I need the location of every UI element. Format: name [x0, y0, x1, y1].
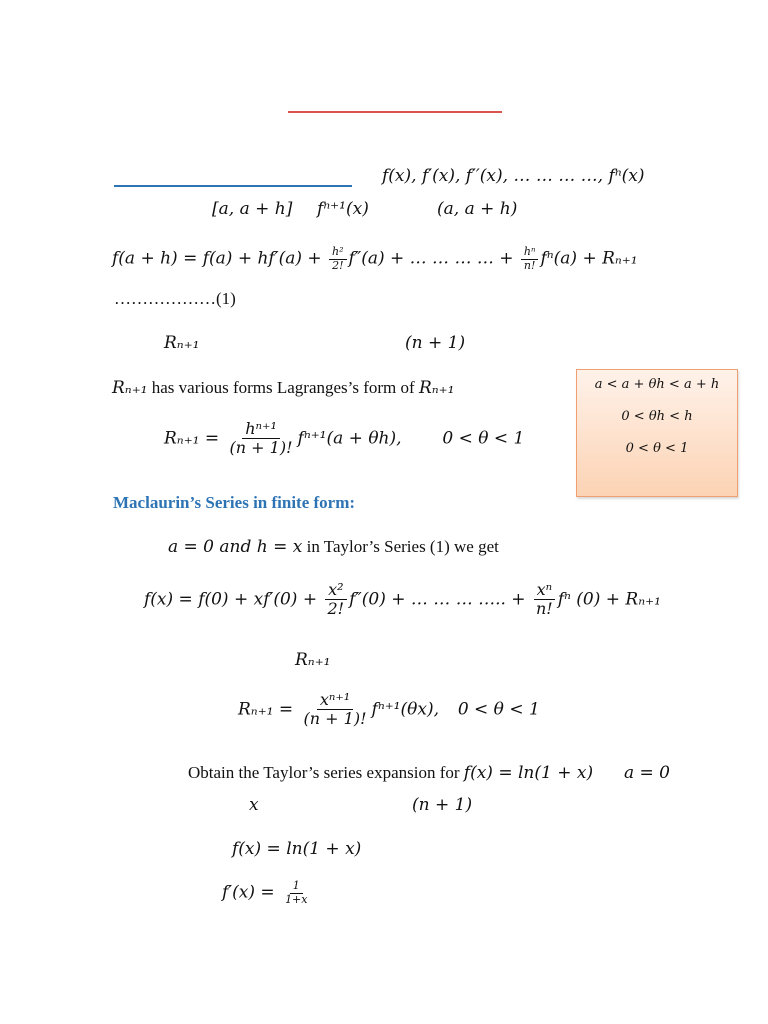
maclaurin-frac-x2-den: 2!	[327, 599, 345, 619]
nth-plus-one-derivative: fⁿ⁺¹(x)	[317, 199, 369, 219]
example-eq2-frac: 1 1+x	[282, 879, 310, 906]
maclaurin-sub-math: a = 0 and h = x	[168, 537, 303, 557]
lagrange-r-symbol: Rₙ₊₁	[112, 378, 148, 398]
example-variable: x	[249, 795, 259, 815]
example-statement: Obtain the Taylor’s series expansion for…	[188, 763, 593, 783]
note-line-1: a < a + θh < a + h	[594, 377, 720, 392]
taylor-frac-hn-num: hⁿ	[520, 245, 539, 260]
example-eq1: f(x) = ln(1 + x)	[232, 839, 362, 859]
maclaurin-sub-text: in Taylor’s Series (1) we get	[302, 537, 499, 556]
maclaurin-frac-xn-num: xⁿ	[533, 580, 556, 601]
maclaurin-r-frac-num: xⁿ⁺¹	[316, 690, 354, 711]
maclaurin-r-lhs: Rₙ₊₁ =	[238, 699, 294, 720]
closed-interval: [a, a + h]	[212, 199, 293, 219]
maclaurin-substitution: a = 0 and h = x in Taylor’s Series (1) w…	[168, 537, 499, 557]
example-order: (n + 1)	[412, 795, 473, 815]
taylor-lhs: f(a + h) = f(a) + hf′(a) +	[112, 248, 322, 269]
maclaurin-r-condition: 0 < θ < 1	[457, 699, 540, 720]
lagrange-frac-num: hⁿ⁺¹	[242, 419, 280, 440]
lagrange-text: has various forms Lagranges’s form of	[147, 378, 419, 397]
maclaurin-remainder-formula: Rₙ₊₁ = xⁿ⁺¹ (n + 1)! fⁿ⁺¹(θx), 0 < θ < 1	[238, 690, 540, 729]
note-line-2: 0 < θh < h	[621, 409, 693, 424]
example-point: a = 0	[624, 763, 671, 783]
maclaurin-frac-x2-num: x²	[325, 580, 347, 601]
lagrange-frac-den: (n + 1)!	[229, 438, 293, 458]
example-eq2: f′(x) = 1 1+x	[222, 879, 312, 906]
taylor-frac-hn: hⁿ n!	[520, 245, 539, 272]
derivative-sequence: f(x), f′(x), f′′(x), … … … …, fⁿ(x)	[382, 166, 645, 186]
section-underline-blue	[114, 185, 352, 187]
lagrange-remainder-formula: Rₙ₊₁ = hⁿ⁺¹ (n + 1)! fⁿ⁺¹(a + θh), 0 < θ…	[164, 419, 525, 458]
maclaurin-series: f(x) = f(0) + xf′(0) + x² 2! f″(0) + … ……	[144, 580, 661, 619]
maclaurin-heading: Maclaurin’s Series in finite form:	[113, 493, 356, 512]
example-eq2-lhs: f′(x) =	[222, 882, 275, 903]
maclaurin-r-frac-den: (n + 1)!	[303, 709, 367, 729]
remainder-order: (n + 1)	[405, 333, 466, 353]
lagrange-rhs: fⁿ⁺¹(a + θh),	[297, 428, 402, 449]
maclaurin-mid: f″(0) + … … … ….. +	[349, 589, 526, 610]
open-interval: (a, a + h)	[437, 199, 518, 219]
example-text: Obtain the Taylor’s series expansion for	[188, 763, 464, 782]
equation-number-1: ………………(1)	[114, 289, 236, 308]
taylor-frac-h2-den: 2!	[332, 258, 344, 272]
maclaurin-frac-xn-den: n!	[535, 599, 553, 619]
maclaurin-frac-xn: xⁿ n!	[533, 580, 556, 619]
remainder-label: Rₙ₊₁	[164, 333, 200, 353]
example-eq2-den: 1+x	[285, 892, 308, 906]
example-eq2-num: 1	[289, 879, 303, 894]
lagrange-condition: 0 < θ < 1	[442, 428, 525, 449]
example-function: f(x) = ln(1 + x)	[463, 763, 594, 783]
lagrange-sentence: Rₙ₊₁ has various forms Lagranges’s form …	[112, 378, 454, 398]
maclaurin-lhs: f(x) = f(0) + xf′(0) +	[144, 589, 318, 610]
lagrange-r-symbol-2: Rₙ₊₁	[418, 378, 455, 398]
taylor-frac-hn-den: n!	[523, 258, 536, 272]
maclaurin-remainder-label: Rₙ₊₁	[295, 650, 331, 670]
taylor-mid: f″(a) + … … … … +	[348, 248, 514, 269]
taylor-frac-h2: h² 2!	[329, 245, 347, 272]
title-underline-red	[288, 111, 502, 113]
maclaurin-r-rhs: fⁿ⁺¹(θx),	[371, 699, 439, 720]
maclaurin-tail: fⁿ (0) + Rₙ₊₁	[557, 589, 661, 610]
taylor-formula: f(a + h) = f(a) + hf′(a) + h² 2! f″(a) +…	[112, 245, 638, 272]
maclaurin-r-frac: xⁿ⁺¹ (n + 1)!	[301, 690, 370, 729]
maclaurin-frac-x2: x² 2!	[325, 580, 348, 619]
theta-condition-note: a < a + θh < a + h 0 < θh < h 0 < θ < 1	[576, 369, 738, 497]
taylor-frac-h2-num: h²	[329, 245, 347, 260]
note-line-3: 0 < θ < 1	[625, 441, 689, 456]
lagrange-frac: hⁿ⁺¹ (n + 1)!	[227, 419, 296, 458]
lagrange-lhs: Rₙ₊₁ =	[164, 428, 220, 449]
taylor-tail: fⁿ(a) + Rₙ₊₁	[540, 248, 638, 269]
